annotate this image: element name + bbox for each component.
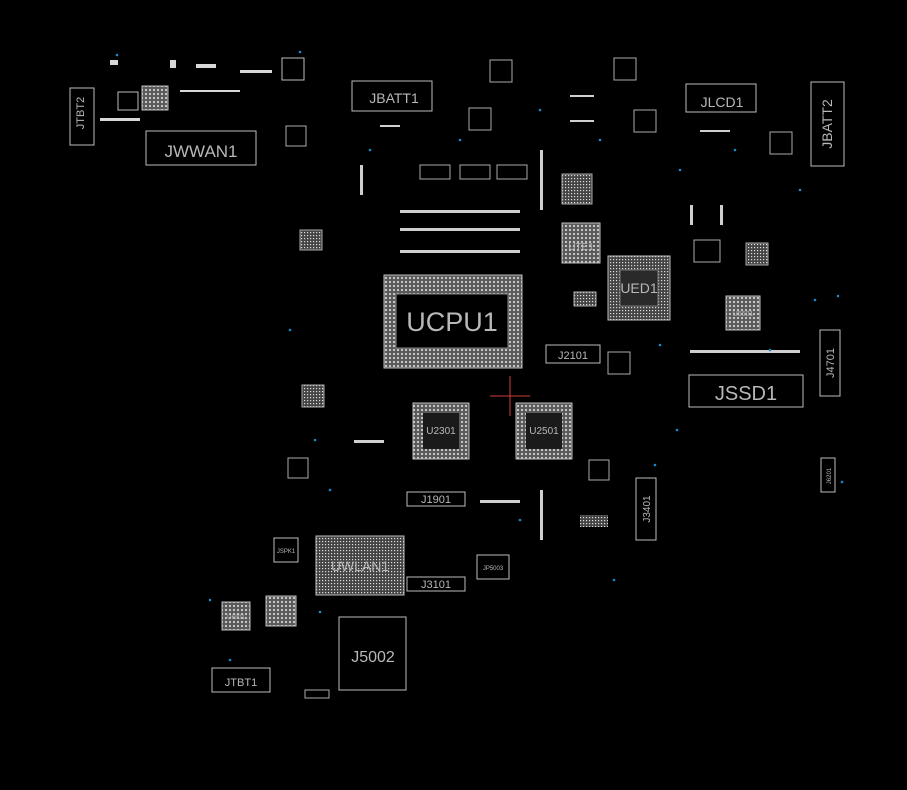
- jtbt1-label: JTBT1: [225, 677, 257, 689]
- small-components: [285, 57, 800, 699]
- j5002-label: J5002: [351, 649, 395, 666]
- uwlan1-module: [315, 535, 405, 596]
- ute1-label: UTE1: [568, 242, 594, 253]
- u6801-chip: [221, 601, 251, 631]
- j1901-connector: [406, 491, 466, 507]
- jp5003-label: JP5003: [483, 566, 504, 572]
- j5002-connector: [338, 616, 407, 691]
- j2101-connector: [545, 344, 601, 364]
- jspk1-connector: [273, 537, 299, 563]
- jp5003-pad: [476, 554, 510, 580]
- jtbt1-connector: [211, 667, 271, 693]
- jbatt2-connector: [810, 81, 845, 167]
- jlcd1-label: JLCD1: [701, 94, 744, 110]
- j4701-connector: [819, 329, 841, 397]
- j1901-label: J1901: [421, 494, 451, 506]
- jlcd1-connector: [685, 83, 757, 113]
- jtbt2-label: JTBT2: [75, 97, 87, 129]
- jbatt2-label: JBATT2: [819, 99, 835, 149]
- jwwan1-label: JWWAN1: [164, 142, 237, 161]
- j4701-label: J4701: [825, 348, 837, 378]
- u5601-label: U5601: [733, 311, 754, 318]
- jssd1-label: JSSD1: [715, 383, 777, 405]
- top-left-component-cluster: JWWAN1 JTBT2: [69, 57, 305, 166]
- ued1-label: UED1: [620, 280, 658, 296]
- ucpu1-label: UCPU1: [406, 307, 498, 337]
- j3101-connector: [406, 576, 466, 592]
- cursor-crosshair-icon: [490, 376, 530, 416]
- board-vias: [115, 50, 844, 662]
- j3401-label: J3401: [642, 495, 653, 523]
- u6801-label: U6801: [227, 615, 245, 621]
- u5601-chip: [725, 295, 761, 331]
- j6201-label: J6201: [827, 467, 833, 484]
- j3101-label: J3101: [421, 579, 451, 591]
- j3401-connector: [635, 477, 657, 541]
- u2501-label: U2501: [529, 426, 559, 437]
- ute1-chip: [561, 222, 601, 264]
- jbatt1-connector: [351, 80, 433, 112]
- uwlan1-label: UWLAN1: [331, 558, 390, 574]
- u2301-label: U2301: [426, 426, 456, 437]
- jssd1-connector: [688, 374, 804, 408]
- jbatt1-label: JBATT1: [369, 90, 419, 106]
- jspk1-label: JSPK1: [277, 549, 296, 555]
- j6201-connector: [820, 457, 836, 493]
- j2101-label: J2101: [558, 350, 588, 362]
